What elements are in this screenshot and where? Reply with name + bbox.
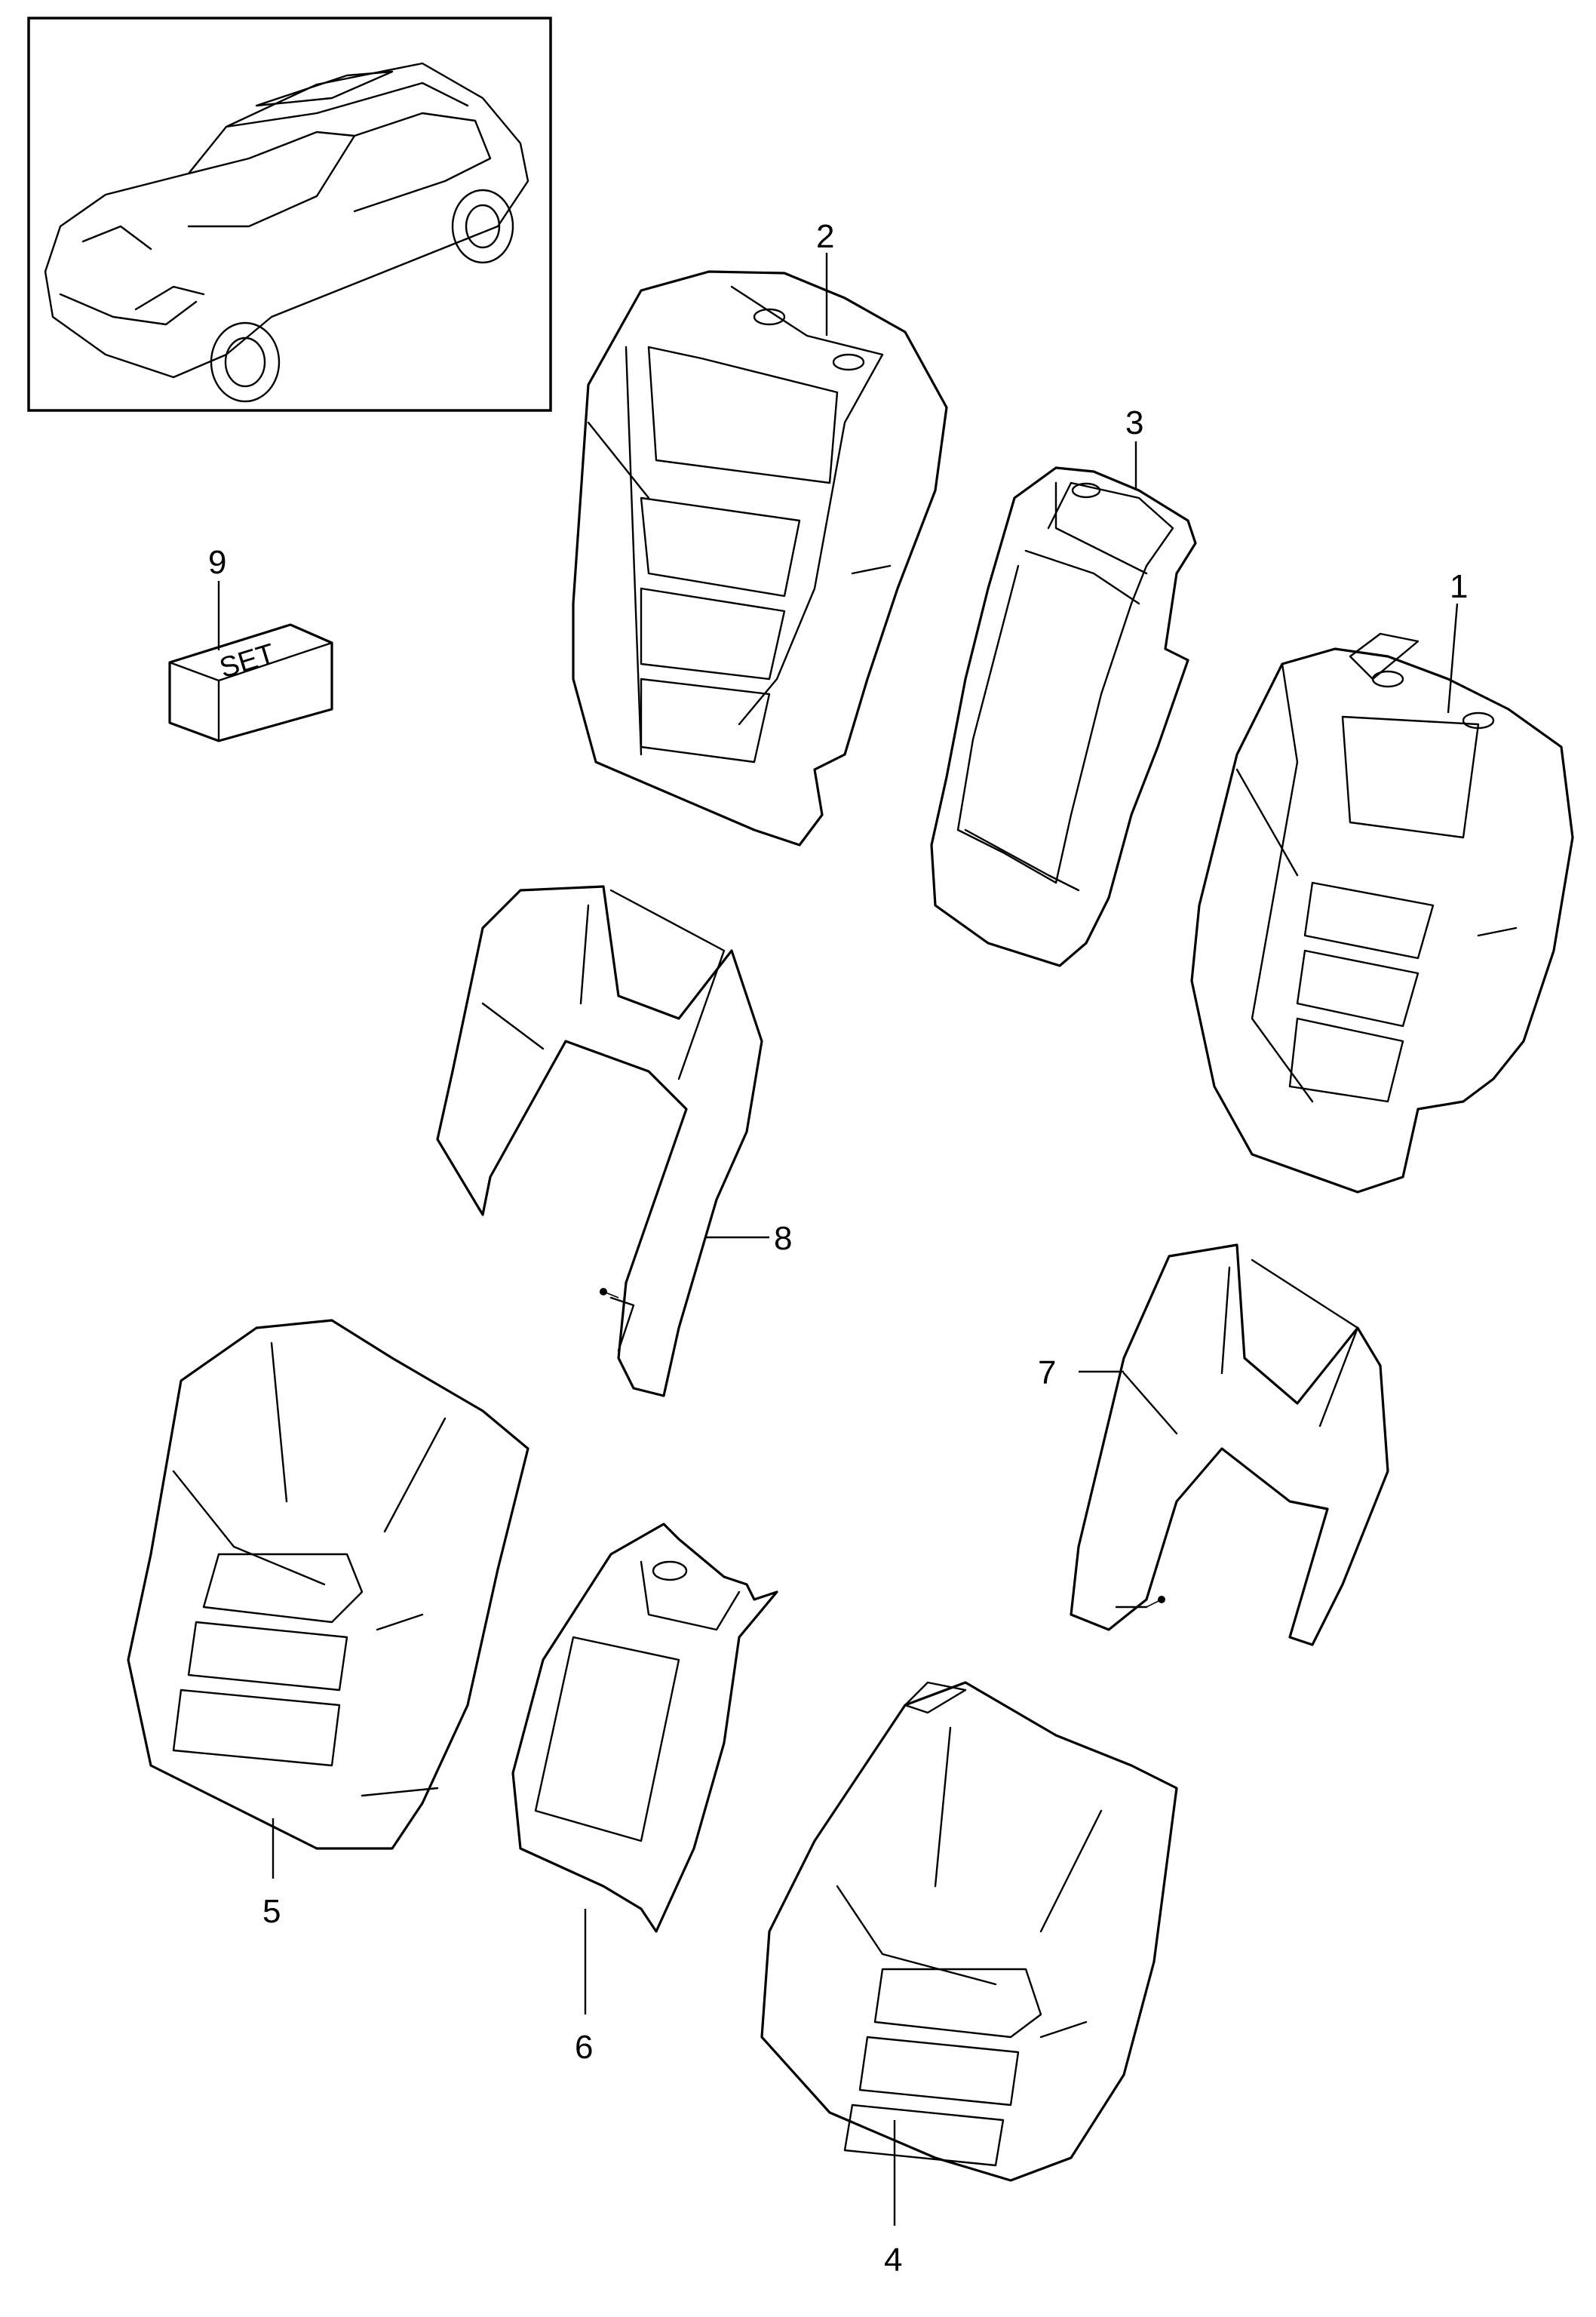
- callout-4: 4: [884, 2242, 902, 2279]
- part-2-backrest-frame: [572, 253, 948, 847]
- part-7-backrest-pad: [1070, 1243, 1389, 1646]
- suv-icon: [44, 62, 529, 403]
- callout-8: 8: [774, 1220, 792, 1257]
- part-3-backrest-trim-frame: [930, 441, 1197, 967]
- part-9-set-box: SET: [168, 581, 333, 742]
- callout-7: 7: [1038, 1354, 1056, 1391]
- callout-3: 3: [1125, 404, 1143, 441]
- part-1-backrest-frame: [1190, 603, 1574, 1194]
- leader-1: [1447, 603, 1459, 714]
- vehicle-thumbnail: [27, 17, 552, 412]
- callout-6: 6: [575, 2029, 593, 2066]
- callout-1: 1: [1450, 568, 1468, 605]
- part-5-backrest-cover: [127, 1319, 529, 1879]
- part-8-backrest-pad: [436, 885, 769, 1397]
- callout-2: 2: [816, 218, 834, 255]
- thumbnail-frame: [27, 17, 552, 412]
- part-4-backrest-cover: [760, 1681, 1178, 2226]
- callout-9: 9: [208, 544, 226, 581]
- callout-5: 5: [262, 1893, 281, 1930]
- part-6-backrest-panel: [511, 1523, 778, 2014]
